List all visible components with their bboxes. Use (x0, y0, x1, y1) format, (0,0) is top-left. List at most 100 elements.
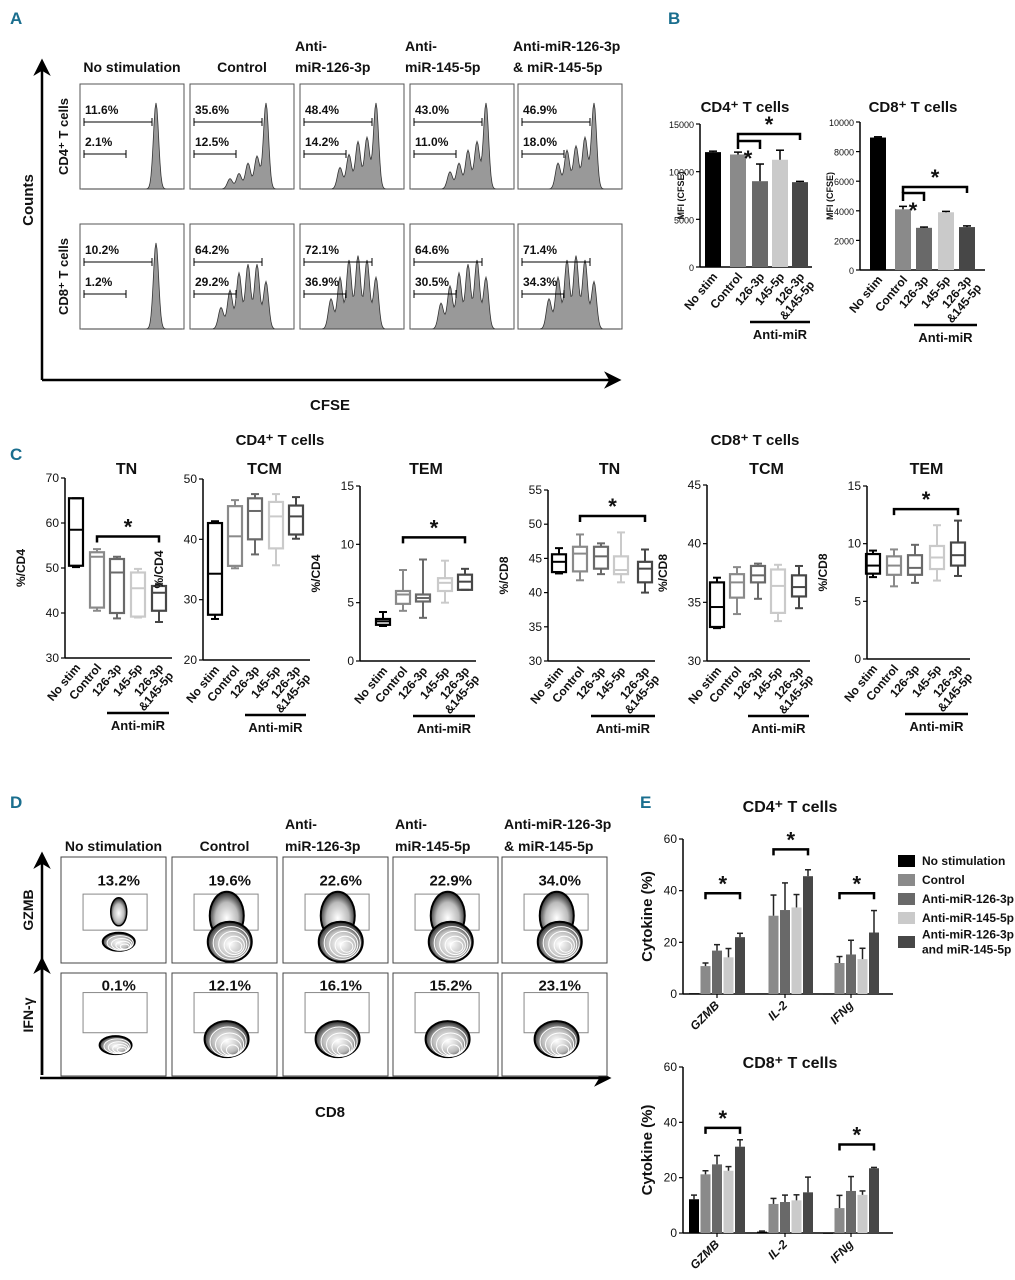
significance-bracket (838, 1143, 876, 1151)
y-tick-label: 20 (184, 653, 198, 667)
column-header: Anti-miR-126-3p (504, 816, 611, 832)
box (267, 500, 285, 550)
cfse-histogram: 10.2%1.2% (79, 223, 185, 330)
y-tick-label: 5000 (674, 215, 694, 225)
legend-label: Anti-miR-145-5p (922, 911, 1014, 925)
gate-percentage: 11.0% (415, 135, 449, 149)
legend-label: Anti-miR-126-3p (922, 892, 1014, 906)
cd8-label: CD8 (315, 1104, 345, 1121)
legend-swatch (898, 912, 915, 924)
y-tick-label: 6000 (834, 177, 854, 187)
column-header: Anti- (295, 38, 327, 54)
bar (803, 1192, 813, 1233)
column-header: No stimulation (83, 59, 180, 75)
contour-ring (553, 935, 575, 956)
y-tick-label: 0 (670, 987, 677, 1001)
gate-percentage: 0.1% (102, 978, 136, 995)
y-tick-label: 60 (664, 1060, 678, 1074)
contour-ring (334, 935, 356, 956)
y-tick-label: 60 (46, 516, 60, 530)
contour-ring (533, 1020, 580, 1059)
contour-population (206, 890, 253, 963)
gate-percentage: 34.0% (538, 873, 581, 890)
flow-contour-plot: 34.0% (501, 856, 608, 964)
contour-ring (326, 1032, 356, 1057)
y-tick-label: 50 (184, 472, 198, 486)
y-tick-label: 30 (46, 651, 60, 665)
column-header: miR-145-5p (395, 838, 470, 854)
gate-rectangle (82, 992, 148, 1034)
bar (780, 1202, 790, 1233)
histogram-peaks (520, 102, 620, 190)
anti-mir-group-label: Anti-miR (753, 327, 808, 342)
y-tick-label: 30 (529, 654, 543, 668)
contour-ring (223, 935, 245, 956)
gate-percentage: 30.5% (415, 275, 449, 289)
gate-percentage: 19.6% (208, 873, 251, 890)
column-header: No stimulation (65, 838, 162, 854)
legend: No stimulationControlAnti-miR-126-3pAnti… (898, 854, 1014, 957)
y-tick-label: 30 (184, 593, 198, 607)
gzmb-label: GZMB (20, 889, 36, 930)
contour-ring (314, 1020, 361, 1059)
y-tick-label: 20 (664, 935, 678, 949)
cfse-histogram: 72.1%36.9% (299, 223, 405, 330)
box (728, 573, 746, 599)
chart-title: CD4⁺ T cells (743, 799, 838, 816)
legend-swatch (898, 874, 915, 886)
chart-title: TN (599, 461, 620, 478)
contour-ring (444, 935, 466, 956)
significance-star: * (852, 871, 861, 896)
y-tick-label: 50 (46, 561, 60, 575)
box (708, 581, 726, 629)
contour-population (203, 1020, 250, 1059)
histogram-peaks (412, 102, 512, 190)
anti-mir-group-label: Anti-miR (751, 721, 806, 736)
flow-contour-plot: 23.1% (501, 972, 608, 1077)
anti-mir-group-label: Anti-miR (111, 718, 166, 733)
significance-bracket (704, 892, 742, 900)
contour-population (314, 1020, 361, 1059)
category-label: GZMB (687, 998, 722, 1033)
histogram-peaks (82, 102, 182, 190)
contour-ring (340, 940, 354, 953)
bar (869, 1168, 879, 1233)
column-header: Anti- (285, 816, 317, 832)
contour-ring (545, 1032, 575, 1057)
y-axis-label: %/CD4 (152, 550, 166, 588)
flow-contour-plot: 19.6% (171, 856, 278, 964)
anti-mir-group-label: Anti-miR (248, 720, 303, 735)
contour-ring (119, 943, 130, 950)
bar (857, 959, 868, 994)
bar (735, 937, 745, 994)
cfse-histogram: 46.9%18.0% (517, 83, 623, 190)
column-header: Anti- (395, 816, 427, 832)
contour-ring (555, 1044, 570, 1056)
bar (712, 950, 722, 994)
y-tick-label: 60 (664, 832, 678, 846)
y-tick-label: 10000 (669, 168, 694, 178)
bar (916, 227, 932, 270)
bar (834, 1208, 845, 1233)
chart-title: TEM (910, 461, 944, 478)
category-label: IFNg (827, 1237, 856, 1266)
anti-mir-group-label: Anti-miR (918, 330, 973, 345)
gate-percentage: 64.2% (195, 243, 229, 257)
cfse-histogram: 64.2%29.2% (189, 223, 295, 330)
y-tick-label: 0 (347, 654, 354, 668)
bar (735, 1146, 745, 1233)
panel-e-letter: E (640, 793, 651, 812)
significance-bracket (401, 536, 467, 544)
box (246, 497, 264, 541)
y-axis-label: %/CD8 (497, 556, 511, 594)
significance-star: * (124, 515, 133, 540)
y-tick-label: 15 (341, 479, 355, 493)
box (769, 568, 787, 614)
anti-mir-group-label: Anti-miR (417, 721, 472, 736)
legend-swatch (898, 936, 915, 948)
significance-bracket (736, 132, 802, 140)
flow-contour-plot: 16.1% (282, 972, 389, 1077)
cfse-histogram: 48.4%14.2% (299, 83, 405, 190)
